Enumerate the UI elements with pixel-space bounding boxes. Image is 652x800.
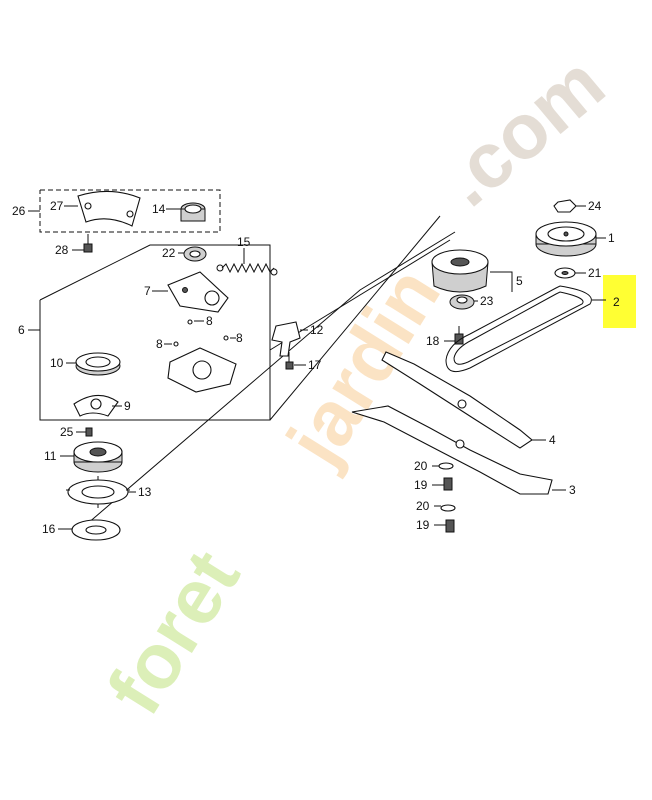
watermark-text-gray: .com [424, 39, 620, 223]
bolt-19 [443, 477, 455, 533]
callout-labels: 26 27 14 28 22 15 7 8 8 8 12 17 6 10 9 2… [12, 199, 620, 536]
lever-12 [271, 321, 301, 357]
callout-7: 7 [144, 284, 151, 298]
callout-19b: 19 [416, 518, 430, 532]
callout-13: 13 [138, 485, 152, 499]
plate-assembly [167, 347, 237, 393]
group-6-box [28, 244, 271, 421]
highlight-box [603, 275, 636, 328]
washer-21 [554, 267, 576, 279]
gear-ring-13 [66, 476, 130, 508]
bearing-23 [449, 294, 475, 310]
callout-14: 14 [152, 202, 166, 216]
group-26-box [28, 189, 221, 233]
shield-plate-27 [77, 190, 141, 227]
callout-8a: 8 [206, 314, 213, 328]
callout-26: 26 [12, 204, 26, 218]
callout-18: 18 [426, 334, 440, 348]
callout-2: 2 [613, 295, 620, 309]
assembly-leaders [79, 215, 456, 531]
bolt-18 [454, 326, 464, 345]
callout-22: 22 [162, 246, 176, 260]
brake-arm-7 [167, 271, 229, 313]
bolt-28 [83, 234, 93, 253]
washer-20 [438, 462, 456, 512]
washer-16 [71, 519, 121, 541]
pulley-11 [73, 441, 123, 473]
callout-19a: 19 [414, 478, 428, 492]
belt-2 [445, 285, 592, 373]
callout-17: 17 [308, 358, 322, 372]
callout-8b: 8 [156, 337, 163, 351]
watermark: foret jardin .com [90, 39, 621, 729]
nut-24 [553, 199, 577, 213]
spacer-25 [85, 427, 93, 437]
callout-21: 21 [588, 266, 602, 280]
callout-9: 9 [124, 399, 131, 413]
callout-8c: 8 [236, 331, 243, 345]
bushing-14 [180, 202, 206, 222]
watermark-text-orange: jardin [269, 252, 457, 480]
callout-11: 11 [44, 449, 57, 463]
bearing-22 [183, 246, 207, 262]
ring-10 [75, 352, 121, 376]
callout-1: 1 [608, 231, 615, 245]
callout-leaders [58, 205, 606, 530]
callout-10: 10 [50, 356, 64, 370]
callout-12: 12 [310, 323, 324, 337]
callout-25: 25 [60, 425, 74, 439]
bolt-17 [285, 352, 294, 370]
spring-15 [216, 262, 278, 276]
pulley-1 [535, 221, 597, 257]
blade-4 [381, 351, 533, 449]
hub-5 [431, 249, 489, 293]
callout-6: 6 [18, 323, 25, 337]
callout-3: 3 [569, 483, 576, 497]
callout-20a: 20 [414, 459, 428, 473]
callout-4: 4 [549, 433, 556, 447]
callout-28: 28 [55, 243, 69, 257]
callout-20b: 20 [416, 499, 430, 513]
callout-23: 23 [480, 294, 494, 308]
plate-9 [73, 394, 119, 417]
blade-3 [351, 405, 553, 495]
callout-15: 15 [237, 235, 251, 249]
watermark-text-green: foret [90, 535, 256, 729]
callout-24: 24 [588, 199, 602, 213]
callout-16: 16 [42, 522, 56, 536]
pin-8 [173, 319, 229, 347]
callout-5: 5 [516, 274, 523, 288]
callout-27: 27 [50, 199, 64, 213]
